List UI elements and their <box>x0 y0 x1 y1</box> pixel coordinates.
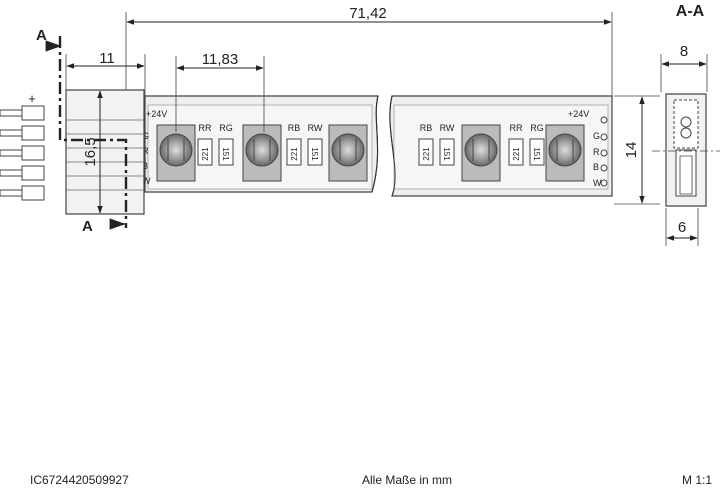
pad-label: B <box>593 162 599 172</box>
dim-total-length: 71,42 <box>349 5 387 22</box>
polarity-label: + <box>28 91 36 106</box>
dimension-strip-height <box>614 95 660 205</box>
pad-label: R <box>142 146 149 156</box>
resistor-value: 151 <box>532 147 541 161</box>
resistor-value: 221 <box>290 147 299 161</box>
resistor-label: RW <box>440 123 455 133</box>
pad-label: G <box>593 131 600 141</box>
dim-profile-width: 8 <box>680 43 688 60</box>
resistor-pair-3: 221 151 <box>418 138 455 166</box>
resistor-label: RB <box>288 123 301 133</box>
pad-label: R <box>593 147 600 157</box>
led-chip-1 <box>156 124 196 182</box>
dimension-led-pitch <box>175 56 265 132</box>
resistor-value: 151 <box>221 147 230 161</box>
resistor-value: 151 <box>310 147 319 161</box>
led-chip-3 <box>328 124 368 182</box>
resistor-pair-1: 221 151 <box>197 138 234 166</box>
section-cut-line <box>45 36 128 230</box>
resistor-label: RW <box>308 123 323 133</box>
connector <box>65 89 145 215</box>
dim-connector-length: 11 <box>99 50 115 67</box>
scale-label: M 1:1 <box>682 473 713 487</box>
resistor-label: RR <box>199 123 212 133</box>
pads-right <box>600 116 608 187</box>
voltage-label-right: +24V <box>568 109 589 119</box>
dim-connector-height: 16,5 <box>82 137 99 166</box>
resistor-value: 221 <box>422 147 431 161</box>
resistor-value: 221 <box>512 147 521 161</box>
resistor-pair-4: 221 151 <box>508 138 545 166</box>
connector-pins <box>0 105 45 201</box>
resistor-value: 151 <box>442 147 451 161</box>
led-chip-4 <box>461 124 501 182</box>
resistors: 221 151 221 151 221 151 221 151 <box>197 138 545 166</box>
led-chip-5 <box>545 124 585 182</box>
units-note: Alle Maße in mm <box>362 473 453 487</box>
resistor-label: RG <box>530 123 544 133</box>
dim-led-pitch: 11,83 <box>202 51 238 68</box>
profile-cross-section <box>652 93 720 207</box>
section-view-title: A-A <box>676 3 705 20</box>
dim-profile-inner-width: 6 <box>678 219 686 236</box>
resistor-value: 221 <box>201 147 210 161</box>
resistor-label: RR <box>510 123 523 133</box>
resistor-pair-2: 221 151 <box>286 138 323 166</box>
voltage-label-left: +24V <box>146 109 167 119</box>
led-chip-2 <box>242 124 282 182</box>
pad-label: W <box>142 176 151 186</box>
resistor-label: RB <box>420 123 433 133</box>
resistor-label: RG <box>219 123 233 133</box>
pad-label: G <box>142 131 149 141</box>
pad-label: W <box>593 178 602 188</box>
dimension-connector-length <box>65 54 146 96</box>
led-chips <box>156 124 585 182</box>
article-number: IC6724420509927 <box>30 473 129 487</box>
dimension-total-length <box>125 12 613 96</box>
pad-label: B <box>142 161 148 171</box>
dim-strip-height: 14 <box>623 142 640 159</box>
dimension-profile-inner-width <box>665 208 699 246</box>
dimension-profile-width <box>660 54 708 92</box>
section-marker-bottom: A <box>82 218 93 235</box>
section-marker-top: A <box>36 27 47 44</box>
